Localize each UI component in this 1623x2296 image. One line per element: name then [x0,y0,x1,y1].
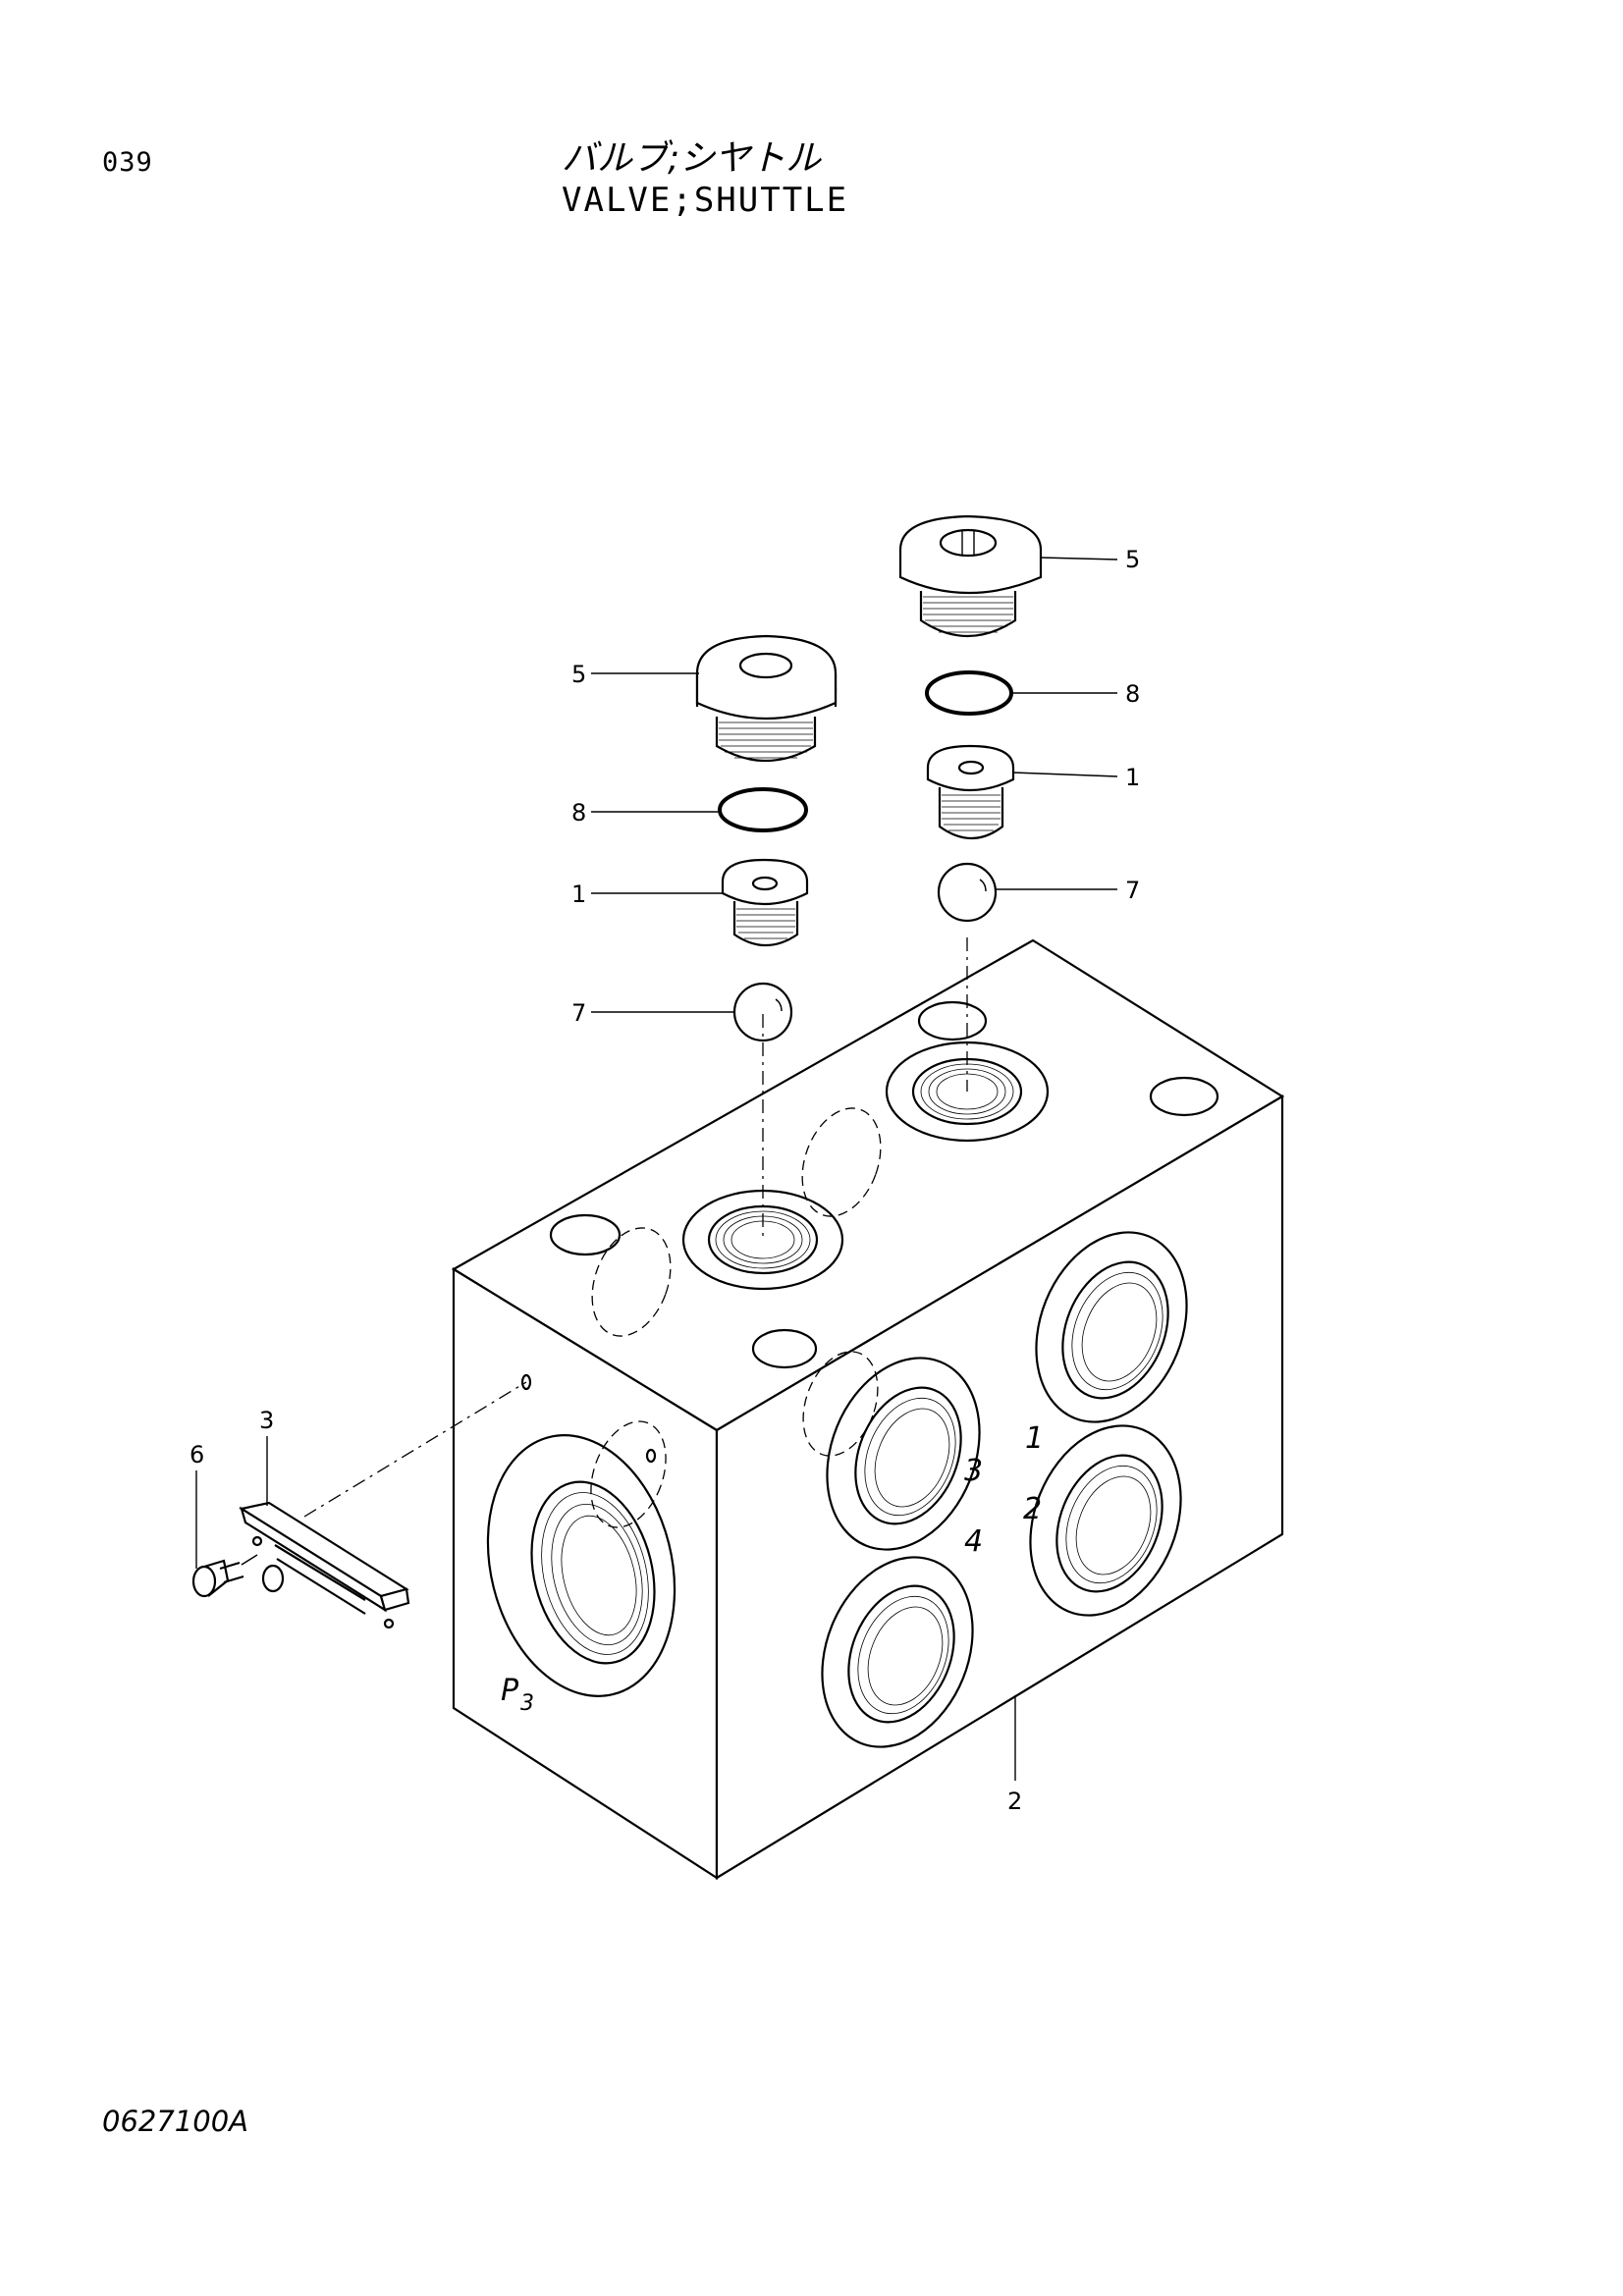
o-ring-right [925,670,1013,716]
callout-1-left: 1 [571,881,586,908]
callout-1-right: 1 [1125,764,1140,791]
top-hole [1149,1076,1219,1117]
port-label-p-sub: 3 [520,1691,534,1716]
port-2 [1029,1424,1182,1617]
plug-right [898,514,1043,637]
ball-left [732,982,793,1042]
top-hole [549,1213,622,1256]
callout-3: 3 [259,1407,274,1434]
seat-left [721,858,809,946]
callout-2: 2 [1007,1788,1022,1815]
body-side-face [715,1095,1284,1880]
seat-right [926,744,1015,839]
callout-leaders [195,557,1118,1781]
callout-7-left: 7 [571,999,586,1027]
callout-5-left: 5 [571,661,586,688]
o-ring-left [718,787,808,832]
port-label-1: 1 [1025,1421,1044,1456]
top-hole [917,1000,988,1041]
port-3 [826,1357,981,1551]
plug-left [695,634,838,762]
drawing-number: 0627100A [102,2105,248,2138]
port-1 [1035,1231,1188,1423]
title-english: VALVE;SHUTTLE [562,181,849,220]
port-label-3: 3 [964,1454,983,1488]
screw [191,1554,258,1598]
port-label-4: 4 [964,1524,983,1559]
callout-5-right: 5 [1125,546,1140,573]
valve-body: P 3 1 2 3 4 [451,938,1285,1881]
port-label-p: P [501,1674,519,1708]
callout-8-right: 8 [1125,680,1140,708]
callout-7-right: 7 [1125,877,1140,904]
port-4 [821,1556,974,1748]
callout-8-left: 8 [571,799,586,827]
title-japanese: バルブ;シヤトル [562,138,822,179]
callout-6: 6 [189,1441,204,1468]
port-label-2: 2 [1023,1492,1042,1526]
ball-right [937,862,998,923]
top-hole [751,1328,818,1369]
page-number: 039 [102,147,153,178]
name-plate [239,1501,410,1629]
port-p3 [486,1434,676,1697]
